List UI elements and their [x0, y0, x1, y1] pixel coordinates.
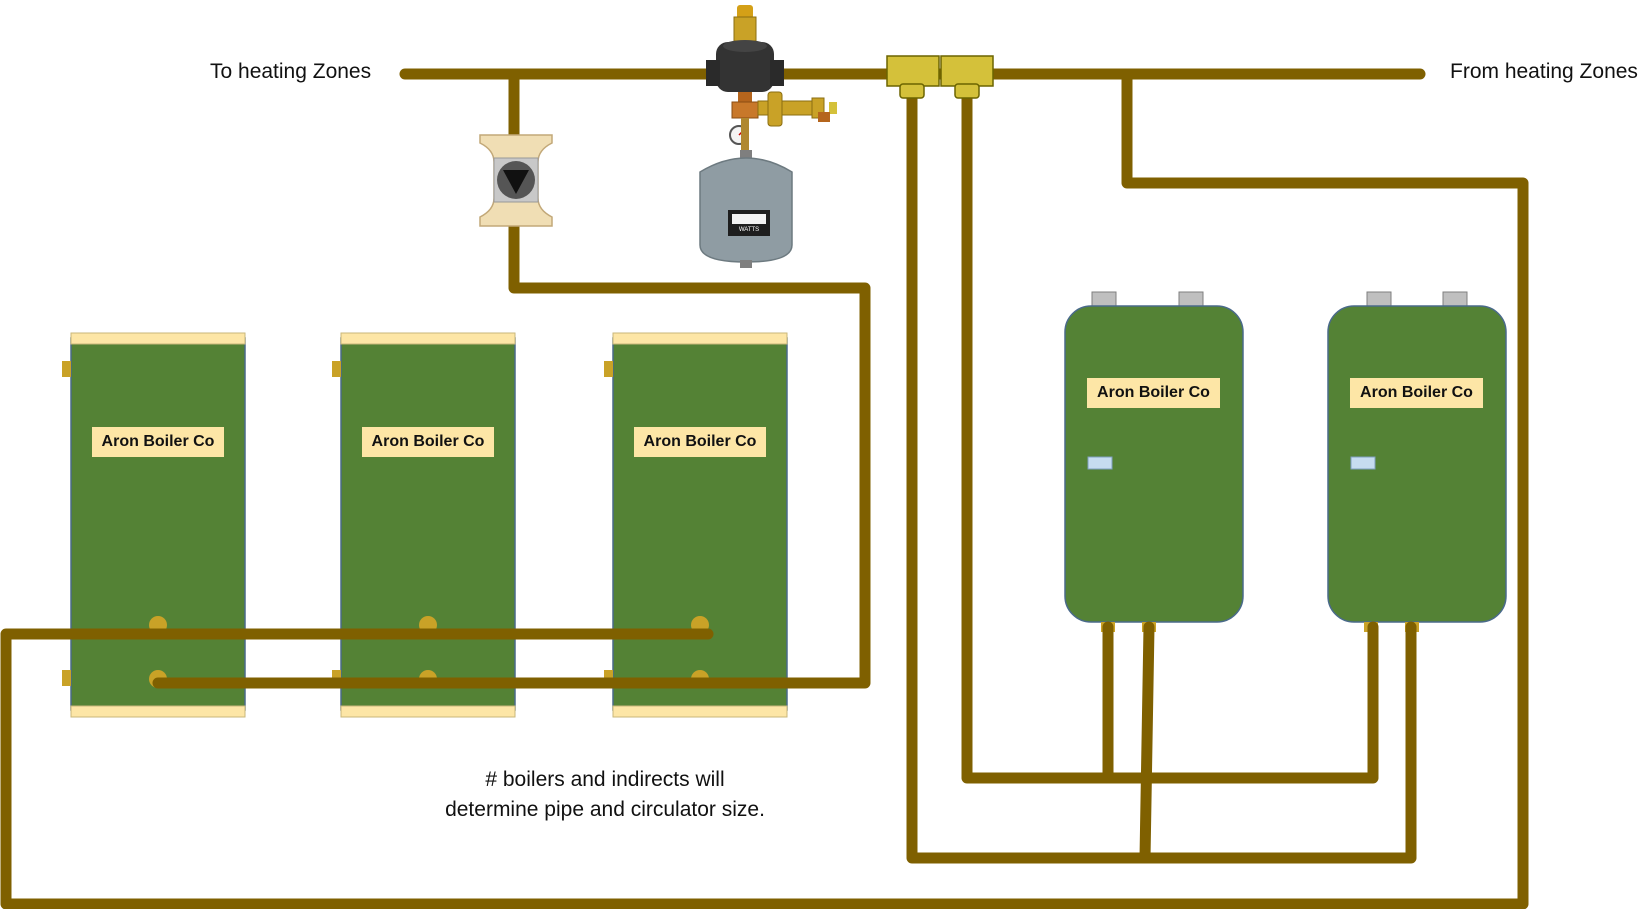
expansion-tank: WATTS: [699, 150, 793, 268]
boiler-drop-1a: [1139, 621, 1155, 864]
boiler-2: [1327, 291, 1507, 632]
tank-3-label: Aron Boiler Co: [634, 427, 766, 457]
tank-1-label: Aron Boiler Co: [92, 427, 224, 457]
indirect-tank-3: [604, 332, 788, 718]
boiler-primary-pipe-b: [961, 82, 1379, 784]
flow-direction-arrow-icon: [503, 170, 529, 194]
boiler-primary-pipe-a: [906, 82, 1417, 864]
expansion-tank-brand: WATTS: [739, 227, 759, 233]
indirect-return-pipe: [0, 68, 1529, 909]
fill-valve-assembly: [729, 91, 837, 154]
indirect-tank-2: [332, 332, 516, 718]
boiler-2-label: Aron Boiler Co: [1350, 378, 1483, 408]
tank-2-label: Aron Boiler Co: [362, 427, 494, 457]
to-heating-zones-label: To heating Zones: [210, 60, 372, 83]
air-separator: [706, 5, 784, 92]
sizing-note-line-1: # boilers and indirects will: [485, 768, 725, 791]
from-heating-zones-label: From heating Zones: [1450, 60, 1638, 83]
boiler-1: [1064, 291, 1244, 632]
pipe-junctions: [1139, 771, 1153, 785]
circulator-pump: [479, 134, 553, 227]
boiler-1-label: Aron Boiler Co: [1087, 378, 1220, 408]
indirect-tank-1: [62, 332, 246, 718]
closely-spaced-tees: [886, 55, 994, 99]
sizing-note-line-2: determine pipe and circulator size.: [445, 798, 765, 821]
sizing-note: # boilers and indirects will determine p…: [395, 765, 815, 825]
